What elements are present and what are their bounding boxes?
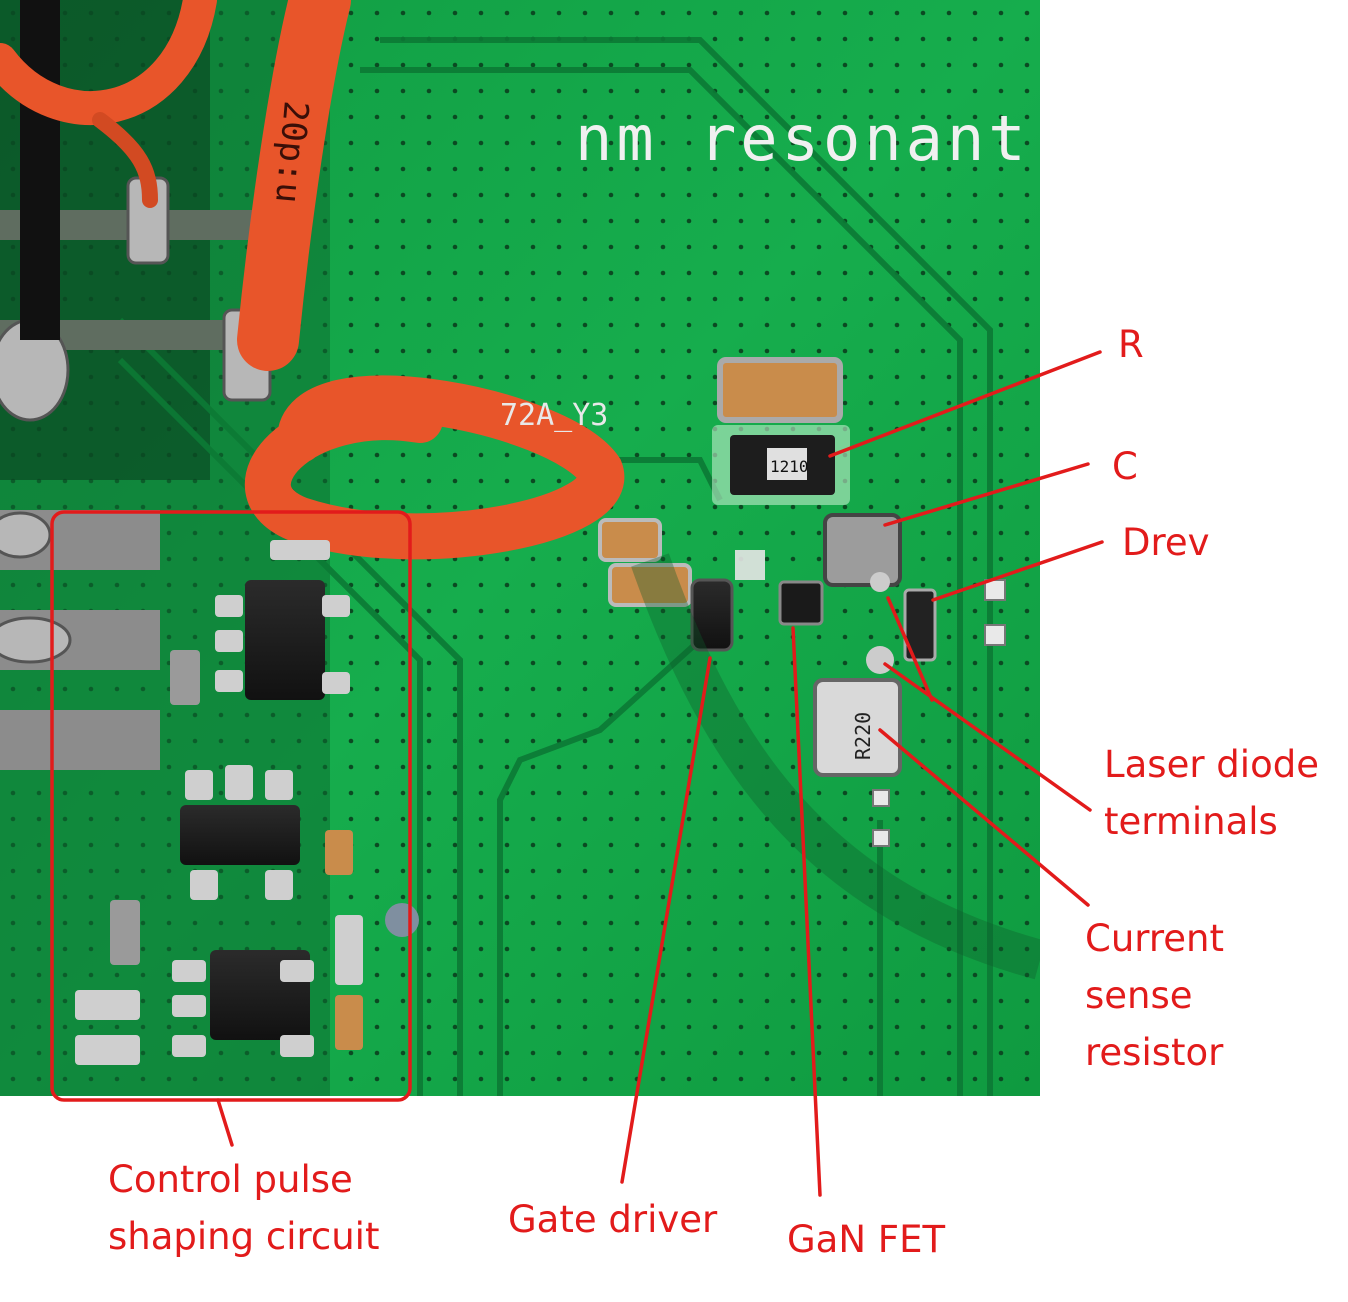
label-current-sense-line2: sense: [1085, 974, 1193, 1017]
pcb-photo: 20p:u nm resonant 72A_Y3 1210 R220: [0, 0, 1040, 1096]
silkscreen-ref: 72A_Y3: [500, 398, 608, 433]
label-control-circuit-line1: Control pulse: [108, 1158, 353, 1201]
label-control-circuit-line2: shaping circuit: [108, 1215, 380, 1258]
label-r: R: [1118, 323, 1144, 366]
label-gan-fet: GaN FET: [787, 1218, 946, 1261]
label-drev: Drev: [1122, 521, 1210, 564]
resistor-marking: 1210: [770, 457, 809, 476]
label-gate-driver: Gate driver: [508, 1198, 718, 1241]
label-laser-diode-line1: Laser diode: [1104, 743, 1319, 786]
label-c: C: [1112, 445, 1138, 488]
label-current-sense-line3: resistor: [1085, 1031, 1224, 1074]
label-current-sense-line1: Current: [1085, 917, 1224, 960]
pointer-control-circuit: [216, 1098, 234, 1147]
label-laser-diode-line2: terminals: [1104, 800, 1278, 843]
wire-marking: 20p:u: [267, 99, 316, 204]
silkscreen-title: nm resonant: [575, 102, 1030, 175]
sense-resistor-marking: R220: [851, 712, 875, 760]
